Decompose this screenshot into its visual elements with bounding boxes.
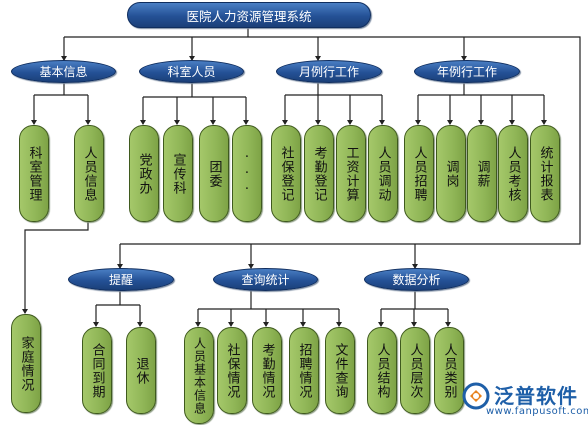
- leaf-label: 调岗: [443, 159, 459, 188]
- group-query-stats[interactable]: 查询统计: [213, 268, 318, 291]
- leaf-label: 团委: [206, 159, 222, 188]
- leaf-label: 宣传科: [170, 152, 186, 195]
- leaf-label: 家庭情况: [18, 335, 34, 392]
- leaf-more[interactable]: ···: [232, 125, 262, 222]
- leaf-label: 党政办: [136, 152, 152, 195]
- logo-url: www.fanpusoft.com: [486, 406, 588, 417]
- leaf-label: 合同到期: [89, 342, 105, 399]
- system-title: 医院人力资源管理系统: [127, 2, 371, 28]
- leaf-label: 文件查询: [332, 342, 348, 399]
- leaf-family-info[interactable]: 家庭情况: [11, 314, 41, 413]
- logo-name: 泛普软件: [494, 384, 578, 408]
- leaf-label: 工资计算: [343, 145, 359, 202]
- leaf-label: 人员信息: [81, 145, 97, 202]
- leaf-label: 人员考核: [505, 145, 521, 202]
- leaf-label: 人员调动: [375, 145, 391, 202]
- leaf-reassignment[interactable]: 调岗: [436, 125, 466, 222]
- leaf-label: 社保情况: [224, 342, 240, 399]
- group-reminder[interactable]: 提醒: [68, 268, 174, 291]
- leaf-statistics-report[interactable]: 统计报表: [530, 125, 560, 222]
- leaf-label: 统计报表: [537, 145, 553, 202]
- leaf-recruitment-status[interactable]: 招聘情况: [289, 327, 319, 414]
- leaf-social-security-status[interactable]: 社保情况: [217, 327, 247, 414]
- brand-logo: 泛普软件 www.fanpusoft.com: [460, 378, 588, 424]
- leaf-attendance-reg[interactable]: 考勤登记: [304, 125, 334, 222]
- leaf-youth-league[interactable]: 团委: [199, 125, 229, 222]
- leaf-recruitment[interactable]: 人员招聘: [404, 125, 434, 222]
- leaf-staff-basic-info[interactable]: 人员基本信息: [184, 327, 214, 424]
- group-data-analysis[interactable]: 数据分析: [364, 268, 469, 291]
- leaf-label: 退休: [133, 356, 149, 385]
- leaf-label: 科室管理: [26, 145, 42, 202]
- leaf-staff-category[interactable]: 人员类别: [434, 327, 464, 414]
- leaf-dept-management[interactable]: 科室管理: [19, 125, 49, 222]
- leaf-staff-structure[interactable]: 人员结构: [367, 327, 397, 414]
- leaf-publicity[interactable]: 宣传科: [163, 125, 193, 222]
- leaf-label: 考勤登记: [311, 145, 327, 202]
- leaf-social-security-reg[interactable]: 社保登记: [271, 125, 301, 222]
- logo-mark-icon: [462, 382, 490, 410]
- leaf-staff-info[interactable]: 人员信息: [74, 125, 104, 222]
- leaf-staff-assessment[interactable]: 人员考核: [498, 125, 528, 222]
- leaf-retirement[interactable]: 退休: [126, 327, 156, 414]
- leaf-label: 社保登记: [278, 145, 294, 202]
- leaf-label: 人员结构: [374, 342, 390, 399]
- leaf-label: 考勤情况: [259, 342, 275, 399]
- leaf-staff-level[interactable]: 人员层次: [400, 327, 430, 414]
- leaf-file-query[interactable]: 文件查询: [325, 327, 355, 414]
- leaf-label: 人员基本信息: [192, 336, 207, 415]
- leaf-attendance-status[interactable]: 考勤情况: [252, 327, 282, 414]
- leaf-label: 招聘情况: [296, 342, 312, 399]
- leaf-label: 调薪: [474, 159, 490, 188]
- leaf-payroll[interactable]: 工资计算: [336, 125, 366, 222]
- group-monthly-work[interactable]: 月例行工作: [276, 60, 382, 83]
- group-basic-info[interactable]: 基本信息: [11, 60, 116, 83]
- leaf-staff-transfer[interactable]: 人员调动: [368, 125, 398, 222]
- group-yearly-work[interactable]: 年例行工作: [414, 60, 520, 83]
- leaf-label: 人员层次: [407, 342, 423, 399]
- leaf-contract-expiry[interactable]: 合同到期: [82, 327, 112, 414]
- leaf-label: ···: [239, 149, 255, 198]
- leaf-salary-adjust[interactable]: 调薪: [467, 125, 497, 222]
- group-dept-staff[interactable]: 科室人员: [139, 60, 244, 83]
- leaf-label: 人员招聘: [411, 145, 427, 202]
- leaf-label: 人员类别: [441, 342, 457, 399]
- leaf-party-office[interactable]: 党政办: [129, 125, 159, 222]
